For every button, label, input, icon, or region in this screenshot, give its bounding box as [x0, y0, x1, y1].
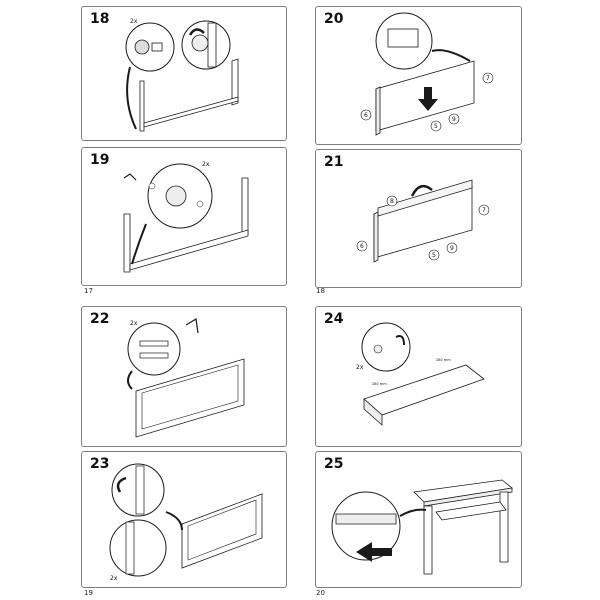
step-22-panel: 22 2x: [81, 306, 287, 447]
part-label: 7: [486, 75, 490, 82]
screwdriver-icon: [123, 173, 137, 181]
part-label: 5: [434, 123, 438, 130]
rotate-arrow-icon: [410, 184, 433, 197]
left-arrow-icon: [356, 542, 392, 562]
leader-arrow: [126, 66, 137, 130]
rail-board: [129, 229, 249, 271]
step-25-illustration: [331, 479, 513, 575]
page-number: 20: [316, 589, 325, 597]
detail-zoom-circle: [125, 22, 175, 72]
quantity-label: 2x: [110, 575, 118, 582]
leader-arrow: [131, 223, 147, 265]
step-number: 24: [324, 311, 344, 327]
rail-board: [143, 96, 239, 128]
step-23-illustration: 2x: [109, 463, 263, 582]
detail-zoom-circle: [361, 322, 411, 372]
step-number: 18: [90, 11, 110, 27]
step-number: 20: [324, 11, 344, 27]
quantity-label: 2x: [202, 161, 210, 168]
drawer-slide: [335, 513, 397, 525]
detail-zoom-circle: [331, 491, 401, 561]
step-number: 21: [324, 154, 344, 170]
leader-arrow: [431, 49, 471, 62]
step-number: 25: [324, 456, 344, 472]
step-25-panel: 25: [315, 451, 522, 588]
screw-icon: [373, 344, 383, 354]
desk-leg: [499, 491, 509, 563]
step-number: 22: [90, 311, 110, 327]
desk-leg: [423, 505, 433, 575]
step-number: 23: [90, 456, 110, 472]
leader-arrow: [399, 508, 427, 517]
leader-arrow: [165, 511, 183, 531]
down-arrow-icon: [418, 87, 438, 111]
allen-key-icon: [185, 318, 199, 334]
step-24-illustration: 2x 280 mm 280 mm: [356, 322, 485, 426]
rotate-arrow-icon: [188, 28, 205, 36]
cam-lock-icon: [134, 39, 150, 55]
step-18-illustration: 2x: [125, 18, 239, 132]
step-24-panel: 24 2x 280 mm 280 mm: [315, 306, 522, 447]
step-22-illustration: 2x: [127, 318, 245, 438]
leader-arrow: [127, 370, 133, 390]
step-23-panel: 23 2x: [81, 451, 287, 588]
detail-zoom-circle: [127, 322, 181, 376]
step-20-panel: 20 7 6 5 9: [315, 6, 522, 145]
part-label: 8: [390, 198, 394, 205]
page-number: 19: [84, 589, 93, 597]
part-label: 5: [432, 252, 436, 259]
part-label: 9: [450, 245, 454, 252]
quantity-label: 2x: [130, 18, 138, 25]
rotate-arrow-icon: [395, 335, 405, 346]
quantity-label: 2x: [130, 320, 138, 327]
step-20-illustration: 7 6 5 9: [360, 12, 494, 136]
page-number: 18: [316, 287, 325, 295]
part-label: 9: [452, 116, 456, 123]
dimension-label: 280 mm: [436, 358, 451, 362]
step-21-illustration: 8 7 6 5 9: [356, 179, 490, 263]
cam-lock-icon: [191, 34, 209, 52]
step-19-panel: 19 2x: [81, 147, 287, 286]
quantity-label: 2x: [356, 364, 364, 371]
bolt-icon: [139, 340, 169, 347]
rotate-arrow-icon: [116, 476, 127, 493]
dowel-icon: [151, 42, 163, 52]
bolt-icon: [139, 352, 169, 359]
part-label: 6: [360, 243, 364, 250]
part-label: 7: [482, 207, 486, 214]
detail-zoom-circle: [109, 519, 167, 577]
step-19-illustration: 2x: [123, 161, 249, 273]
step-21-panel: 21 8 7 6 5 9: [315, 149, 522, 288]
drawer: [435, 501, 507, 521]
page-number: 17: [84, 287, 93, 295]
top-rail: [377, 179, 473, 217]
step-number: 19: [90, 152, 110, 168]
part-label: 6: [364, 112, 368, 119]
drawer-base: [363, 364, 485, 416]
cam-lock-icon: [165, 185, 187, 207]
dimension-label: 280 mm: [372, 382, 387, 386]
step-18-panel: 18 2x: [81, 6, 287, 141]
